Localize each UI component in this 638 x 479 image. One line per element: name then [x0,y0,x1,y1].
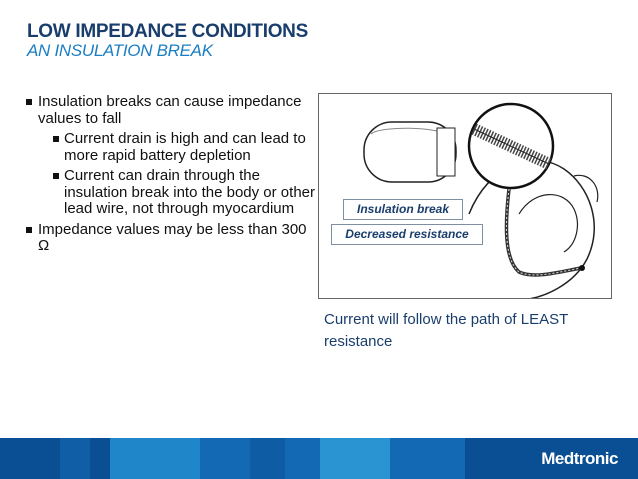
bullet-item: Impedance values may be less than 300 Ω [26,220,316,255]
footer-bar: Medtronic [0,438,638,479]
pacemaker-diagram: Insulation break Decreased resistance [318,93,612,299]
bullet-text: Insulation breaks can cause impedance va… [38,93,302,127]
slide-subtitle: AN INSULATION BREAK [27,41,213,60]
sub-bullet-item: Current drain is high and can lead to mo… [50,130,316,164]
decreased-resistance-label: Decreased resistance [331,224,483,245]
sub-bullet-text: Current can drain through the insulation… [64,167,315,217]
insulation-break-label: Insulation break [343,199,463,220]
footer-pattern [0,438,638,479]
lead-tip [579,265,585,271]
figure-caption: Current will follow the path of LEAST re… [324,311,569,350]
sub-bullet-item: Current can drain through the insulation… [50,167,316,218]
bullet-list: Insulation breaks can cause impedance va… [26,93,316,259]
medtronic-logo: Medtronic [541,449,618,468]
pacemaker-device [363,121,457,183]
lead-wire [504,188,582,277]
heart-lobe [573,174,599,203]
device-header [436,127,456,177]
pacemaker-illustration [363,102,599,298]
bullet-item: Insulation breaks can cause impedance va… [26,93,316,218]
sub-bullet-text: Current drain is high and can lead to mo… [64,130,306,164]
heart-inner [518,194,578,253]
bullet-text: Impedance values may be less than 300 Ω [38,220,307,254]
slide-title: LOW IMPEDANCE CONDITIONS [27,21,308,42]
